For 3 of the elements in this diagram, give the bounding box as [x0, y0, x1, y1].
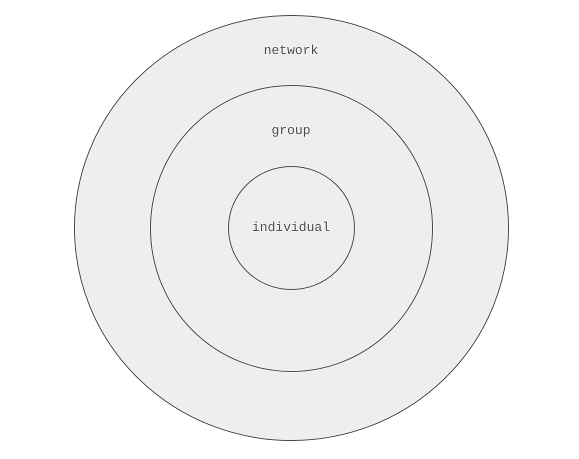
ring-label: group: [272, 122, 310, 138]
ring-label: network: [264, 43, 318, 59]
ring-label: individual: [252, 220, 330, 236]
